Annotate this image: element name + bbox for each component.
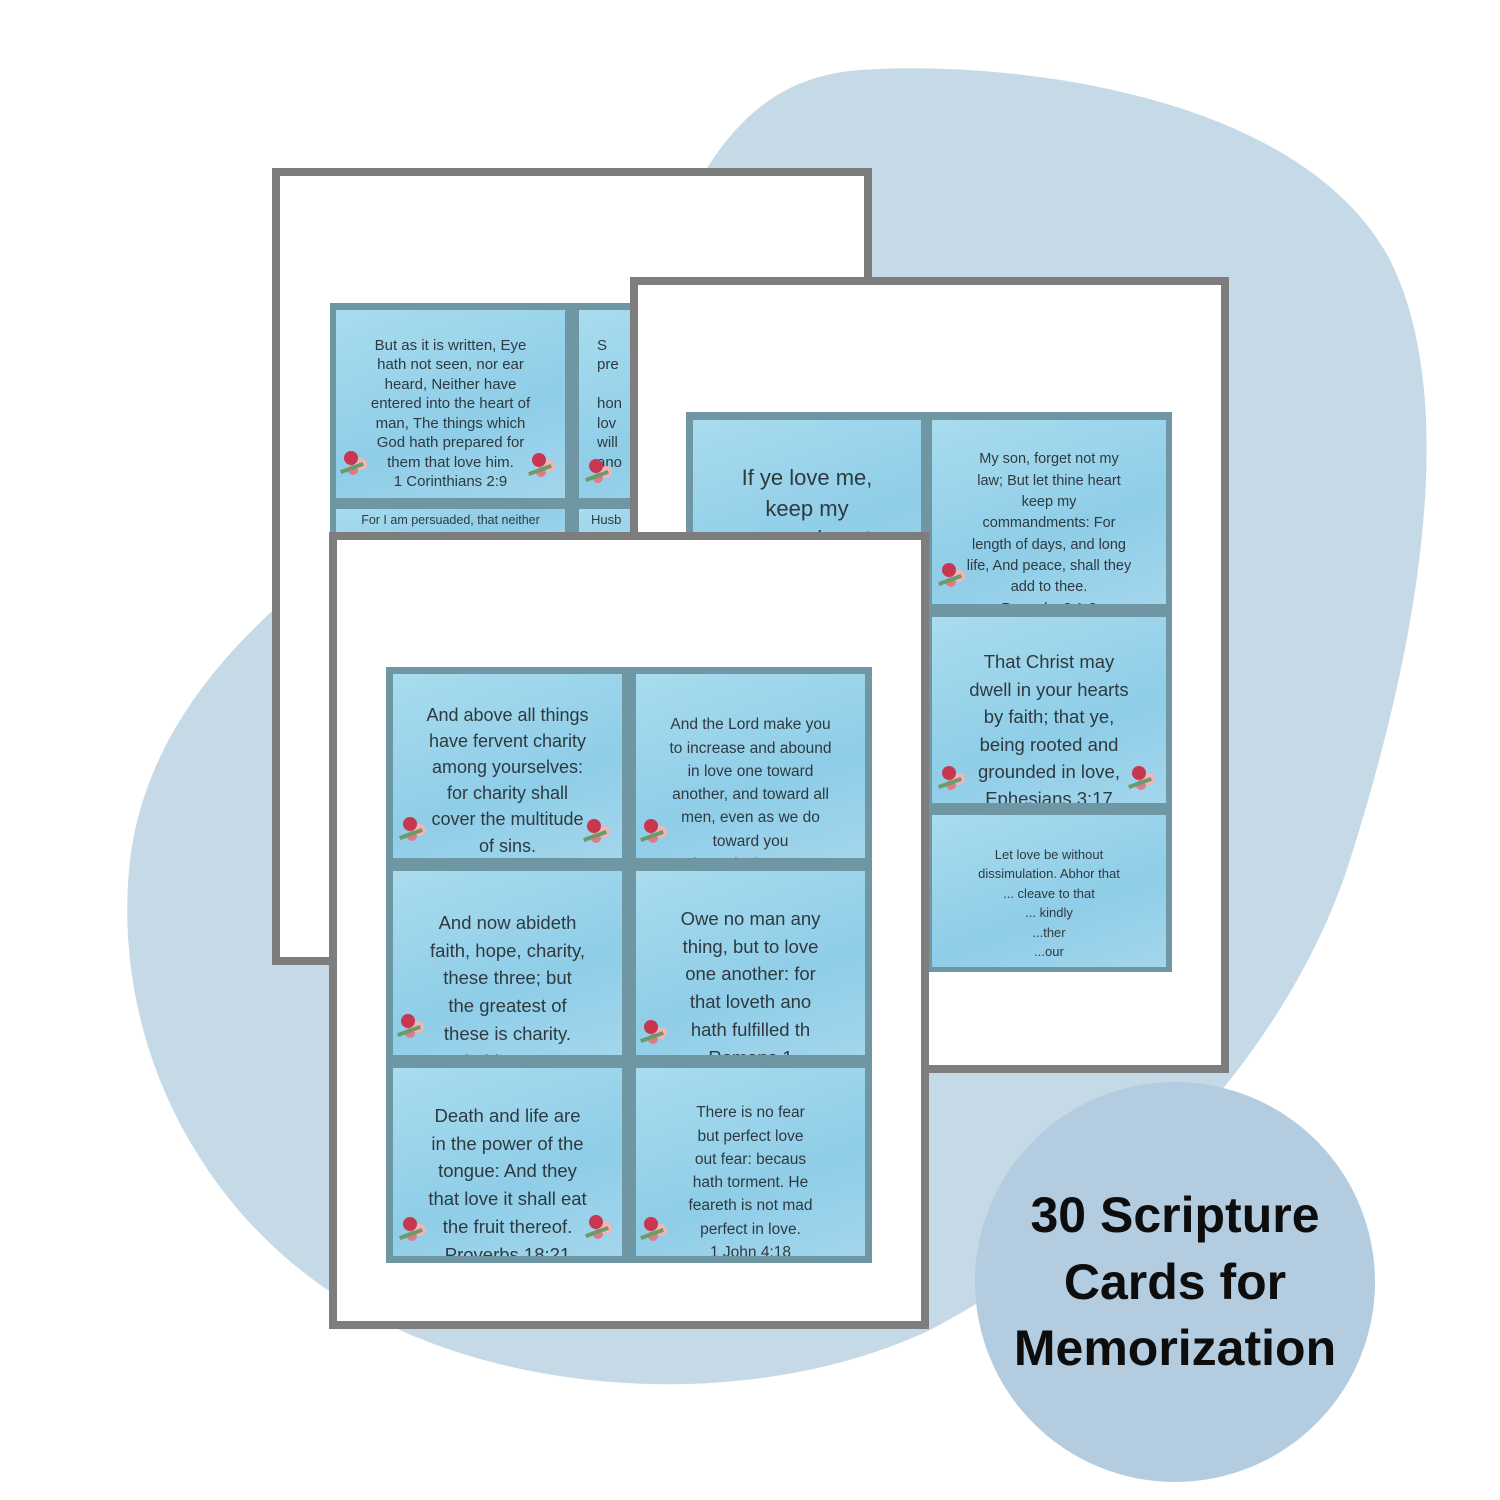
card-text: Let love be without dissimulation. Abhor…	[978, 846, 1120, 960]
scripture-card: There is no fear but perfect love out fe…	[636, 1068, 865, 1256]
card-text: Owe no man any thing, but to love one an…	[680, 907, 821, 1055]
flower-icon	[583, 816, 613, 846]
card-text: There is no fear but perfect love out fe…	[688, 1104, 813, 1256]
card-text: And now abideth faith, hope, charity, th…	[430, 911, 585, 1055]
flower-icon	[397, 1011, 427, 1041]
flower-icon	[585, 456, 615, 486]
card-text: S pre hon lov will ano	[597, 336, 623, 471]
flower-icon	[340, 448, 370, 478]
scripture-card: That Christ may dwell in your hearts by …	[932, 617, 1166, 803]
flower-icon	[528, 450, 558, 480]
scripture-card: And the Lord make you to increase and ab…	[636, 674, 865, 858]
scripture-card: Death and life are in the power of the t…	[393, 1068, 622, 1256]
card-text: My son, forget not my law; But let thine…	[966, 451, 1132, 604]
card-text: Husb	[591, 512, 622, 527]
flower-icon	[938, 763, 968, 793]
flower-icon	[640, 1017, 670, 1047]
card-text: That Christ may dwell in your hearts by …	[969, 651, 1129, 803]
front-card-grid: And above all things have fervent charit…	[386, 667, 872, 1263]
badge-title: 30 Scripture Cards for Memorization	[1013, 1187, 1337, 1377]
scripture-card: But as it is written, Eye hath not seen,…	[336, 310, 565, 498]
flower-icon	[1128, 763, 1158, 793]
scripture-card: And now abideth faith, hope, charity, th…	[393, 871, 622, 1055]
card-text: For I am persuaded, that neither	[361, 513, 540, 527]
scripture-card: My son, forget not my law; But let thine…	[932, 420, 1166, 604]
scripture-card: And above all things have fervent charit…	[393, 674, 622, 858]
card-text: Death and life are in the power of the t…	[428, 1104, 587, 1256]
title-badge: 30 Scripture Cards for Memorization	[975, 1082, 1375, 1482]
card-text: And above all things have fervent charit…	[426, 705, 589, 856]
card-text: But as it is written, Eye hath not seen,…	[370, 336, 531, 491]
flower-icon	[640, 1214, 670, 1244]
card-text: And the Lord make you to increase and ab…	[669, 716, 832, 858]
scripture-card: Let love be without dissimulation. Abhor…	[932, 815, 1166, 967]
scripture-card: Owe no man any thing, but to love one an…	[636, 871, 865, 1055]
flower-icon	[938, 560, 968, 590]
back-card-grid: But as it is written, Eye hath not seen,…	[330, 303, 808, 549]
flower-icon	[399, 814, 429, 844]
flower-icon	[640, 816, 670, 846]
flower-icon	[585, 1212, 615, 1242]
flower-icon	[399, 1214, 429, 1244]
